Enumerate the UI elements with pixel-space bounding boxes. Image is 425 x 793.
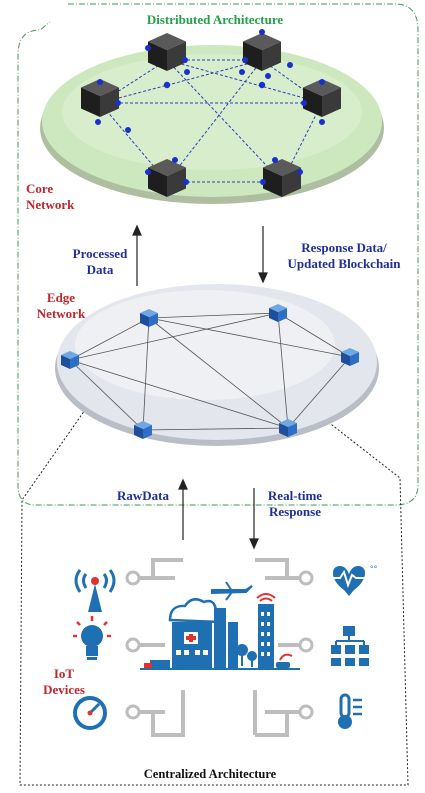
core-cube-node <box>263 159 301 197</box>
realtime-response-label: Real-time Response <box>255 488 335 520</box>
core-network-nodes <box>81 33 341 197</box>
core-cube-node <box>81 79 119 117</box>
core-network-disk <box>40 45 384 204</box>
edge-network-nodes <box>61 304 359 439</box>
edge-network-links <box>69 312 351 431</box>
realtime-response-label-line2: Response <box>268 504 321 519</box>
edge-network-label-line1: Edge <box>46 290 76 305</box>
edge-cube-node <box>279 419 297 437</box>
layer-arrows <box>132 224 268 550</box>
thermometer-icon <box>338 693 362 729</box>
core-network-label-line1: Core <box>26 181 54 196</box>
core-cube-node <box>148 159 186 197</box>
distributed-architecture-boundary <box>17 3 419 506</box>
core-network-dots <box>95 29 325 185</box>
network-hierarchy-icon <box>331 626 369 666</box>
processed-data-label-line2: Data <box>86 262 114 277</box>
response-data-label-line1: Response Data/ <box>301 240 387 255</box>
core-network-label: Core Network <box>26 181 84 213</box>
svg-text:°°: °° <box>370 564 378 574</box>
iot-devices-label-line1: IoT <box>53 666 75 681</box>
iot-circuit-traces <box>125 558 314 737</box>
iot-devices-label: IoT Devices <box>32 666 96 698</box>
gauge-clock-icon <box>73 696 107 730</box>
edge-cube-node <box>269 304 287 322</box>
smart-city-icon <box>140 581 300 670</box>
edge-cube-node <box>61 351 79 369</box>
edge-network-label: Edge Network <box>28 290 94 322</box>
edge-cube-node <box>341 348 359 366</box>
core-network-label-line2: Network <box>26 197 75 212</box>
edge-cube-node <box>140 309 158 327</box>
light-bulb-icon <box>73 616 111 660</box>
antenna-tower-icon <box>74 569 116 612</box>
centralized-architecture-title: Centralized Architecture <box>143 767 277 781</box>
response-data-label-line2: Updated Blockchain <box>287 256 401 271</box>
edge-network-disk <box>55 284 379 446</box>
processed-data-label-line1: Processed <box>72 246 128 261</box>
edge-network-label-line2: Network <box>36 306 86 321</box>
distributed-architecture-title: Distributed Architecture <box>146 12 284 27</box>
raw-data-label: RawData <box>117 488 169 503</box>
core-cube-node <box>148 33 186 71</box>
core-cube-node <box>243 33 281 71</box>
realtime-response-label-line1: Real-time <box>267 488 323 503</box>
response-data-label: Response Data/ Updated Blockchain <box>268 240 420 272</box>
core-cube-node <box>303 79 341 117</box>
edge-cube-node <box>134 421 152 439</box>
processed-data-label: Processed Data <box>60 246 140 278</box>
heart-pulse-icon: °° <box>332 564 378 596</box>
iot-devices-label-line2: Devices <box>43 682 85 697</box>
